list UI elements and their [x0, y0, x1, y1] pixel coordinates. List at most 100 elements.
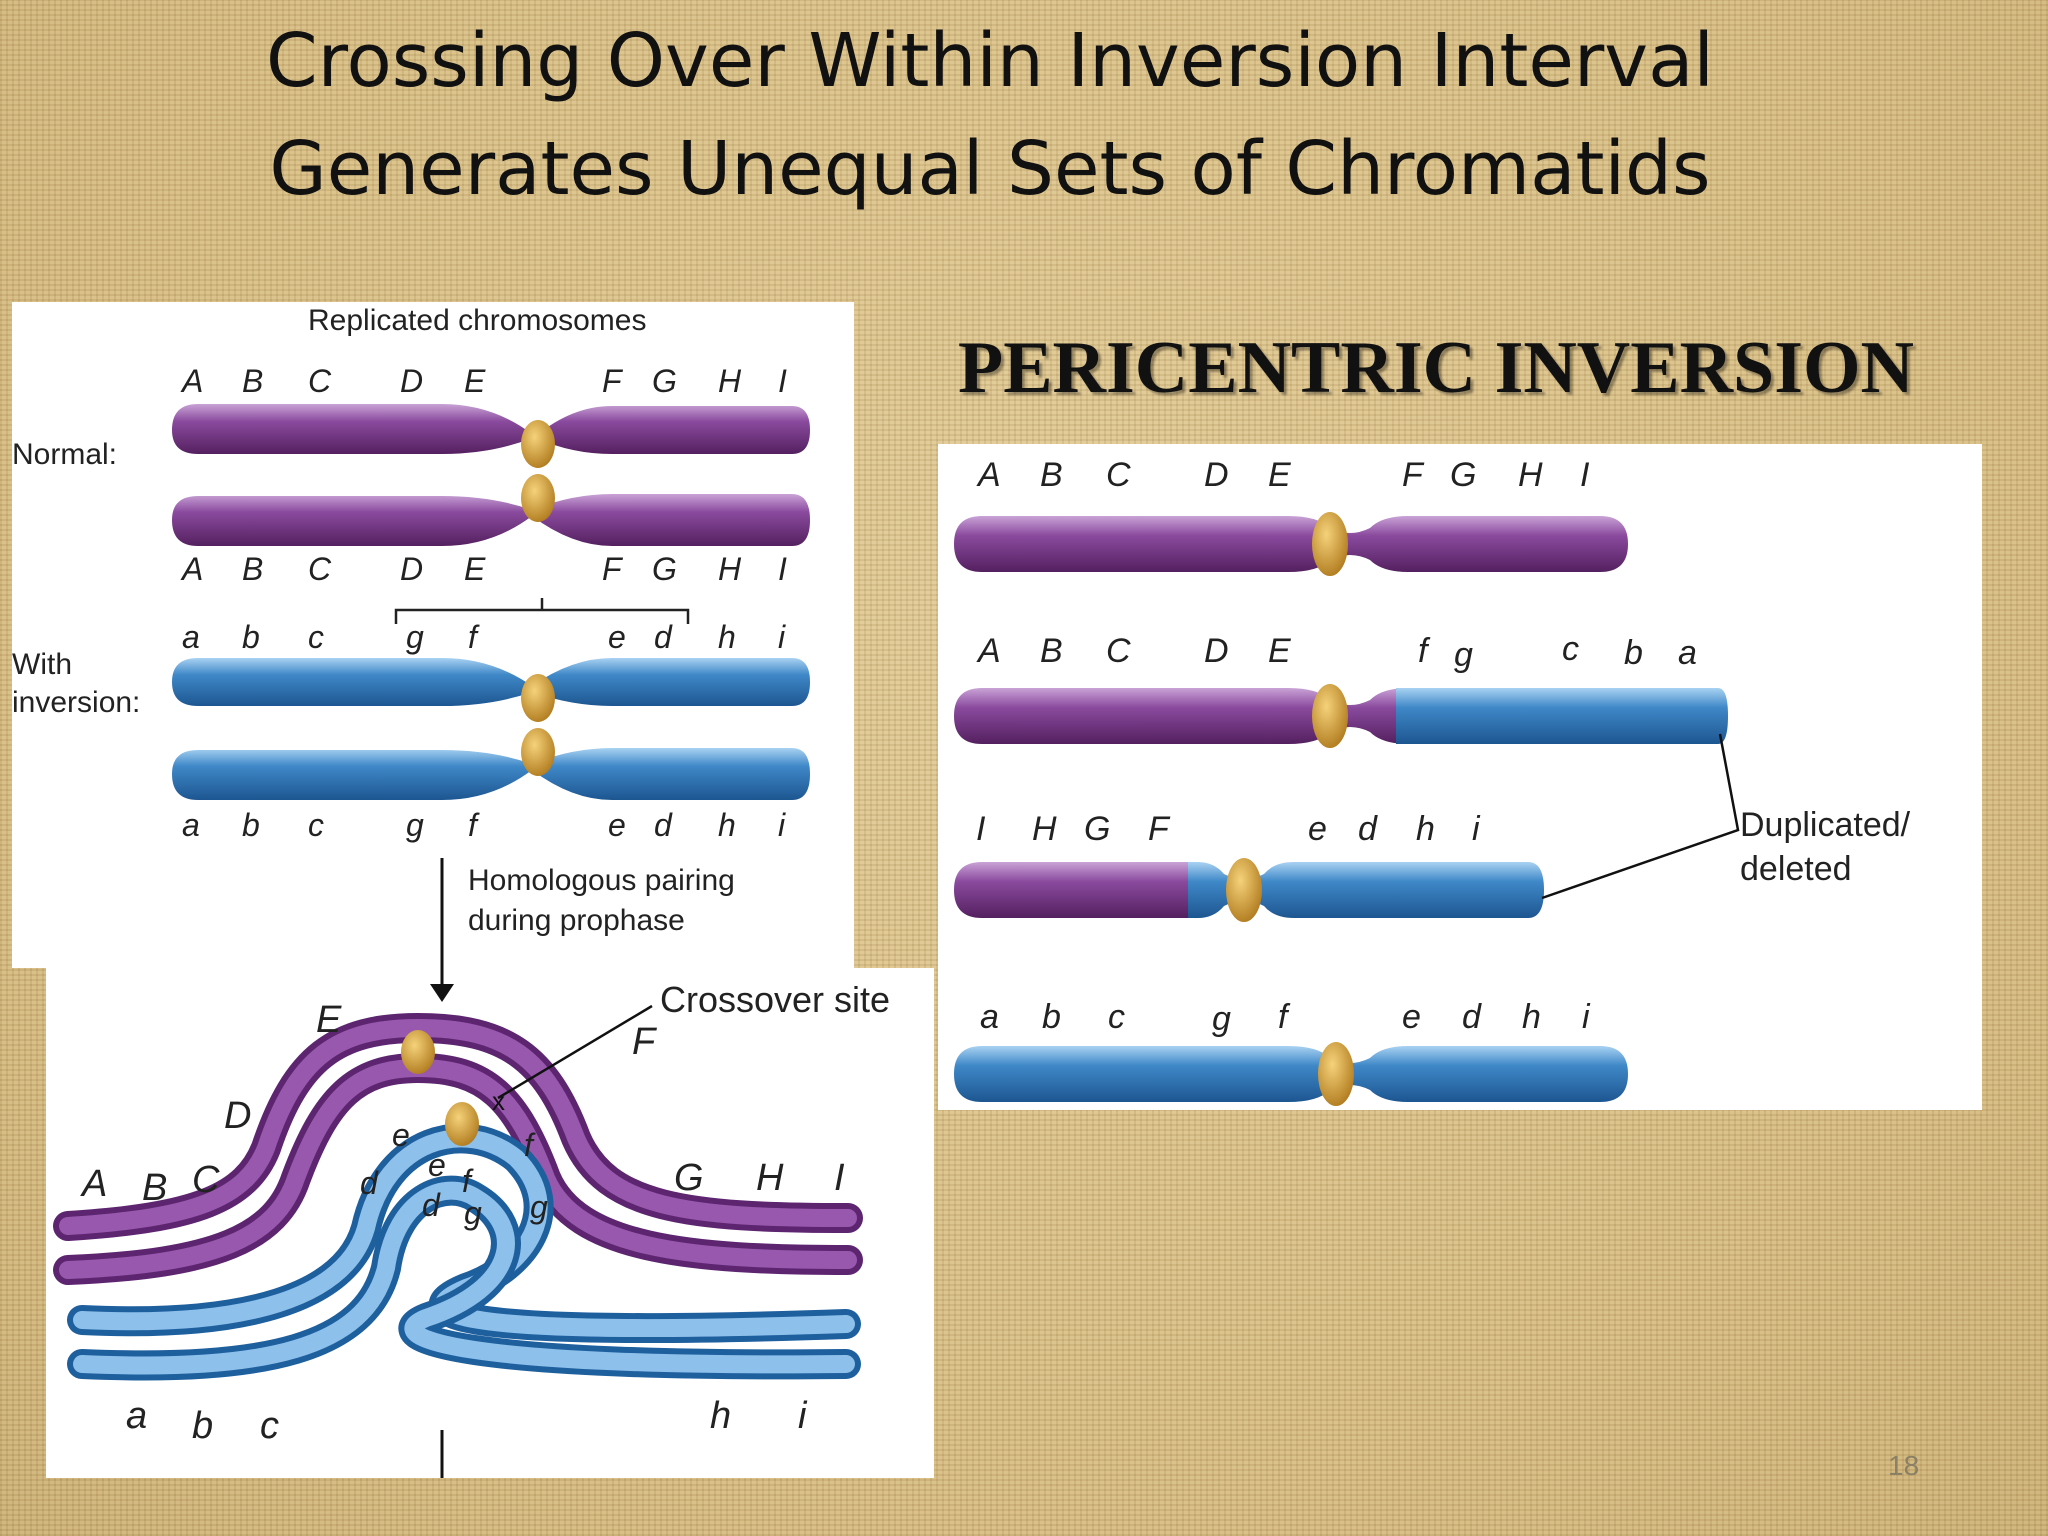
gene-label: I: [976, 810, 986, 848]
gene-label: b: [1042, 998, 1061, 1036]
gene-label: f: [468, 807, 480, 843]
gene-label: I: [778, 551, 787, 587]
gene-label: a: [182, 619, 200, 655]
normal-genes-top: A B C D E F G H I: [180, 363, 787, 399]
gene-label: H: [756, 1157, 784, 1199]
gene-label: b: [192, 1405, 213, 1447]
gene-label: a: [126, 1395, 147, 1437]
gene-label: a: [1678, 634, 1697, 672]
gene-label: e: [392, 1117, 410, 1153]
gene-label: I: [834, 1157, 845, 1199]
product-chromatid-3: [954, 858, 1544, 922]
gene-label: c: [1562, 630, 1579, 668]
gene-label: h: [1522, 998, 1541, 1036]
gene-label: h: [718, 807, 736, 843]
gene-label: h: [1416, 810, 1435, 848]
gene-label: E: [464, 551, 486, 587]
gene-label: a: [980, 998, 999, 1036]
gene-label: e: [1308, 810, 1327, 848]
gene-label: c: [260, 1405, 279, 1447]
gene-label: D: [400, 363, 423, 399]
gene-label: d: [1462, 998, 1482, 1036]
gene-label: E: [1268, 456, 1291, 494]
gene-label: i: [1582, 998, 1591, 1036]
pairing-arrowhead: [430, 984, 454, 1002]
gene-label: g: [1212, 1000, 1231, 1038]
gene-label: c: [308, 807, 324, 843]
gene-label: D: [400, 551, 423, 587]
duplicated-label-1: Duplicated/: [1740, 806, 1911, 844]
gene-label: f: [1278, 998, 1291, 1036]
gene-label: E: [1268, 632, 1291, 670]
centromere: [521, 728, 555, 776]
gene-label: G: [674, 1157, 704, 1199]
gene-label: f: [1418, 632, 1431, 670]
gene-label: g: [1454, 636, 1473, 674]
gene-label: h: [718, 619, 736, 655]
gene-label: d: [422, 1187, 441, 1223]
centromere: [521, 674, 555, 722]
gene-label: i: [798, 1395, 808, 1437]
row1-genes: A B C D E F G H I: [976, 456, 1590, 494]
gene-label: B: [1040, 632, 1063, 670]
gene-label: A: [180, 551, 203, 587]
gene-label: E: [464, 363, 486, 399]
gene-label: b: [242, 619, 260, 655]
normal-label: Normal:: [12, 438, 117, 471]
gene-label: I: [1580, 456, 1590, 494]
product-chromatid-4: [954, 1042, 1628, 1106]
gene-label: D: [1204, 632, 1229, 670]
gene-label: F: [602, 551, 624, 587]
inversion-genes-top: a b c g f e d h i: [182, 619, 786, 655]
gene-label: A: [976, 632, 1001, 670]
gene-label: G: [652, 551, 677, 587]
gene-label: F: [602, 363, 624, 399]
gene-label: C: [1106, 632, 1131, 670]
gene-label: C: [308, 551, 332, 587]
pericentric-inversion-heading: PERICENTRIC INVERSION: [958, 327, 1915, 409]
slide-title-line-1: Crossing Over Within Inversion Interval: [266, 18, 1714, 104]
pairing-label-1: Homologous pairing: [468, 864, 735, 897]
crossover-x-mark: x: [492, 1086, 505, 1116]
gene-label: C: [192, 1159, 220, 1201]
replicated-chromosomes-panel: Replicated chromosomes A B C D E F G H I…: [12, 302, 854, 968]
with-inversion-label-2: inversion:: [12, 686, 140, 719]
gene-label: B: [242, 551, 263, 587]
product-chromatid-2: [954, 684, 1728, 748]
gene-label: f: [468, 619, 480, 655]
gene-label: e: [1402, 998, 1421, 1036]
gene-label: i: [778, 619, 786, 655]
product-chromatid-1: [954, 512, 1628, 576]
pairing-label-2: during prophase: [468, 904, 685, 937]
gene-label: e: [608, 619, 626, 655]
gene-label: E: [316, 999, 342, 1041]
gene-label: G: [1450, 456, 1476, 494]
gene-label: C: [1106, 456, 1131, 494]
gene-label: i: [778, 807, 786, 843]
slide-title-line-2: Generates Unequal Sets of Chromatids: [269, 126, 1711, 212]
with-inversion-label-1: With: [12, 648, 72, 681]
inversion-bracket: [394, 598, 690, 624]
gene-label: B: [242, 363, 263, 399]
slide-number: 18: [1888, 1450, 1920, 1481]
centromere: [401, 1030, 435, 1074]
gene-label: e: [428, 1147, 446, 1183]
gene-label: d: [360, 1165, 379, 1201]
row3-genes: I H G F e d h i: [976, 810, 1481, 848]
gene-label: A: [976, 456, 1001, 494]
gene-label: H: [718, 551, 742, 587]
gene-label: i: [1472, 810, 1481, 848]
gene-label: b: [1624, 634, 1643, 672]
gene-label: D: [1204, 456, 1229, 494]
normal-chromosome: [172, 404, 810, 546]
crossover-loop-panel: x Crossover site E F D A B C G H I e e f…: [46, 968, 934, 1478]
duplicated-pointer: [1541, 733, 1740, 900]
blue-loops: [67, 1123, 861, 1381]
gene-label: g: [464, 1195, 482, 1231]
centromere: [521, 474, 555, 522]
gene-label: H: [1032, 810, 1057, 848]
gene-label: F: [632, 1021, 657, 1063]
centromere: [445, 1102, 479, 1146]
gene-label: H: [718, 363, 742, 399]
centromere: [1226, 858, 1262, 922]
